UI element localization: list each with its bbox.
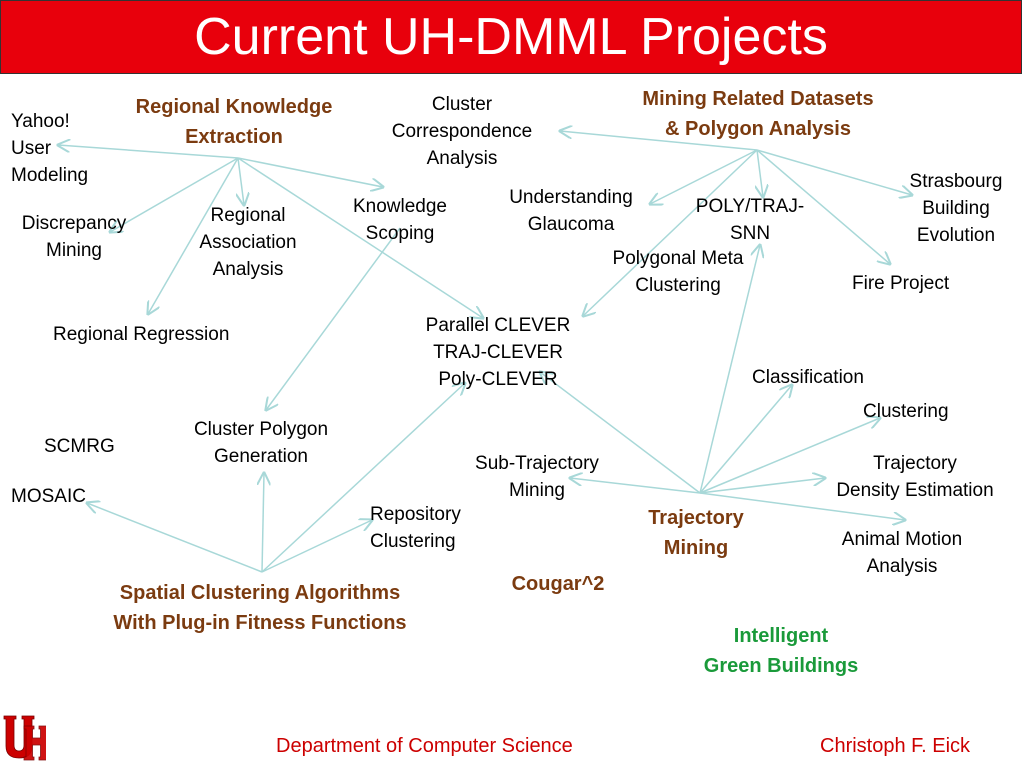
edge-tm-clustering — [699, 418, 880, 494]
node-polygonal-meta-clustering: Polygonal Meta Clustering — [612, 248, 744, 296]
intelligent-green-buildings-label: Intelligent Green Buildings — [703, 625, 859, 677]
edge-rke-knowledge-scoping — [237, 157, 383, 187]
edge-tm-classification — [699, 385, 792, 494]
edge-sca-mosaic — [87, 503, 263, 573]
page-title: Current UH-DMML Projects — [194, 8, 828, 66]
footer-author: Christoph F. Eick — [820, 735, 971, 757]
node-knowledge-scoping: Knowledge Scoping — [352, 196, 448, 244]
edge-rke-discrepancy — [110, 157, 239, 232]
node-fire-project: Fire Project — [852, 273, 950, 294]
node-poly-traj-snn: POLY/TRAJ- SNN — [695, 196, 805, 244]
hub-trajectory-mining: Trajectory Mining — [648, 507, 744, 559]
node-classification: Classification — [752, 367, 864, 388]
edge-tm-subtrajectory — [570, 478, 701, 494]
node-regional-association-analysis: Regional Association Analysis — [199, 205, 297, 280]
node-cluster-correspondence-analysis: Cluster Correspondence Analysis — [391, 94, 533, 169]
node-clustering: Clustering — [863, 401, 949, 422]
node-regional-regression: Regional Regression — [53, 324, 230, 345]
edge-sca-repository — [261, 520, 372, 573]
node-cluster-polygon-generation: Cluster Polygon Generation — [193, 419, 329, 467]
node-yahoo-user-modeling: Yahoo! User Modeling — [11, 111, 89, 186]
edge-tm-poly-traj — [699, 245, 760, 494]
edge-tm-animal — [699, 492, 905, 520]
edge-mrd-correspondence — [560, 131, 758, 151]
node-understanding-glaucoma: Understanding Glaucoma — [509, 187, 633, 235]
node-strasbourg-building-evolution: Strasbourg Building Evolution — [909, 171, 1003, 246]
edge-rke-association — [238, 157, 244, 205]
node-animal-motion-analysis: Animal Motion Analysis — [841, 529, 963, 577]
node-parallel-clever: Parallel CLEVER TRAJ-CLEVER Poly-CLEVER — [425, 315, 571, 390]
edge-tm-parallel-clever — [540, 372, 701, 494]
edge-rke-parallel-clever — [237, 157, 483, 318]
edge-tm-density — [699, 478, 825, 494]
node-scmrg: SCMRG — [44, 436, 115, 457]
node-discrepancy-mining: Discrepancy Mining — [21, 213, 127, 261]
edge-mrd-parallel-clever — [583, 149, 758, 316]
edge-sca-parallel-clever — [261, 383, 465, 573]
node-repository-clustering: Repository Clustering — [370, 504, 461, 552]
edge-rke-yahoo — [58, 145, 239, 159]
footer-department: Department of Computer Science — [276, 735, 573, 757]
node-sub-trajectory-mining: Sub-Trajectory Mining — [475, 453, 599, 501]
hub-cougar: Cougar^2 — [511, 573, 605, 595]
uh-logo-icon — [3, 715, 46, 761]
hub-mining-related-datasets: Mining Related Datasets & Polygon Analys… — [642, 88, 874, 140]
node-mosaic: MOSAIC — [11, 486, 86, 507]
edge-scoping-cluster-polygon — [266, 227, 401, 410]
hub-regional-knowledge-extraction: Regional Knowledge Extraction — [135, 96, 333, 148]
edge-mrd-glaucoma — [650, 149, 758, 204]
edge-rke-regression — [148, 157, 239, 314]
edge-mrd-strasbourg — [756, 149, 912, 195]
title-bar: Current UH-DMML Projects — [0, 0, 1022, 74]
node-trajectory-density-estimation: Trajectory Density Estimation — [836, 453, 994, 501]
edge-mrd-poly-traj — [757, 149, 763, 197]
hub-spatial-clustering-algorithms: Spatial Clustering Algorithms With Plug-… — [113, 582, 407, 634]
edge-mrd-fire — [756, 149, 890, 264]
edge-sca-cluster-polygon — [262, 473, 264, 573]
